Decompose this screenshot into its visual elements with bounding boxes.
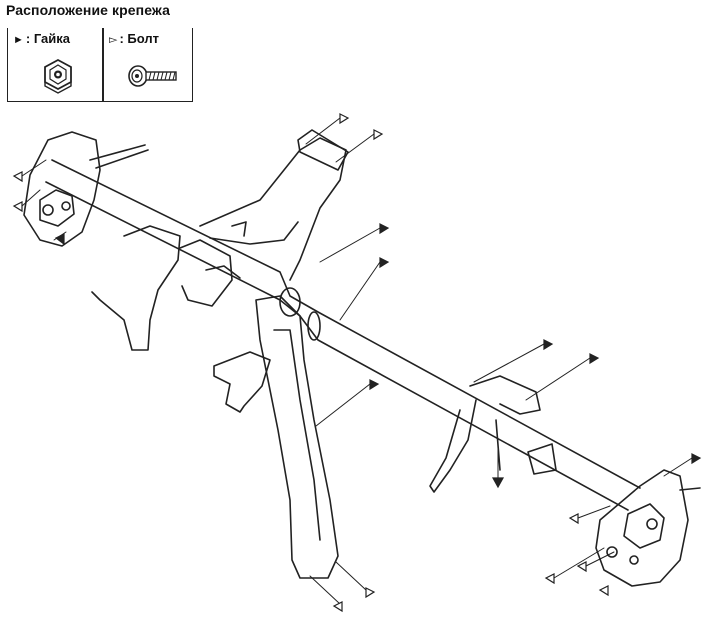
top-bracket [199, 137, 347, 281]
filled-triangle-icon: ► [13, 34, 24, 46]
nut-marker [691, 453, 702, 465]
nut-marker [589, 353, 600, 365]
bolt-icon [128, 65, 177, 87]
bolt-marker [332, 601, 343, 613]
page-title: Расположение крепежа [6, 2, 171, 18]
nut-marker [369, 379, 380, 391]
fastener-markers [12, 113, 702, 613]
legend-divider [102, 28, 104, 101]
bolt-marker [598, 585, 609, 597]
center-stay [255, 295, 339, 579]
bolt-marker [576, 561, 587, 573]
outline-triangle-icon: ▻ [109, 34, 118, 46]
nut-marker [379, 257, 390, 269]
right-center-bracket [469, 375, 541, 415]
legend-nut: ►: Гайка [8, 28, 102, 101]
bolt-marker [339, 113, 350, 125]
bolt-marker [12, 201, 23, 213]
left-brace [91, 225, 181, 351]
bolt-marker [365, 587, 376, 599]
nut-marker [379, 223, 390, 235]
nut-marker [491, 477, 505, 489]
bolt-marker [568, 513, 579, 525]
fastener-legend: ►: Гайка ▻: Болт [7, 28, 193, 102]
nut-marker [543, 339, 554, 351]
legend-bolt: ▻: Болт [104, 28, 192, 101]
bolt-marker [373, 129, 384, 141]
legend-nut-label: ►: Гайка [13, 31, 70, 46]
main-beam [51, 159, 641, 489]
bolt-marker [12, 171, 23, 183]
nut-marker [54, 233, 65, 246]
leader-lines [21, 117, 693, 605]
right-bracket [595, 469, 689, 587]
nut-icon [44, 58, 72, 94]
left-bracket [23, 131, 101, 247]
bolt-marker [544, 573, 555, 585]
legend-bolt-label: ▻: Болт [109, 31, 159, 46]
